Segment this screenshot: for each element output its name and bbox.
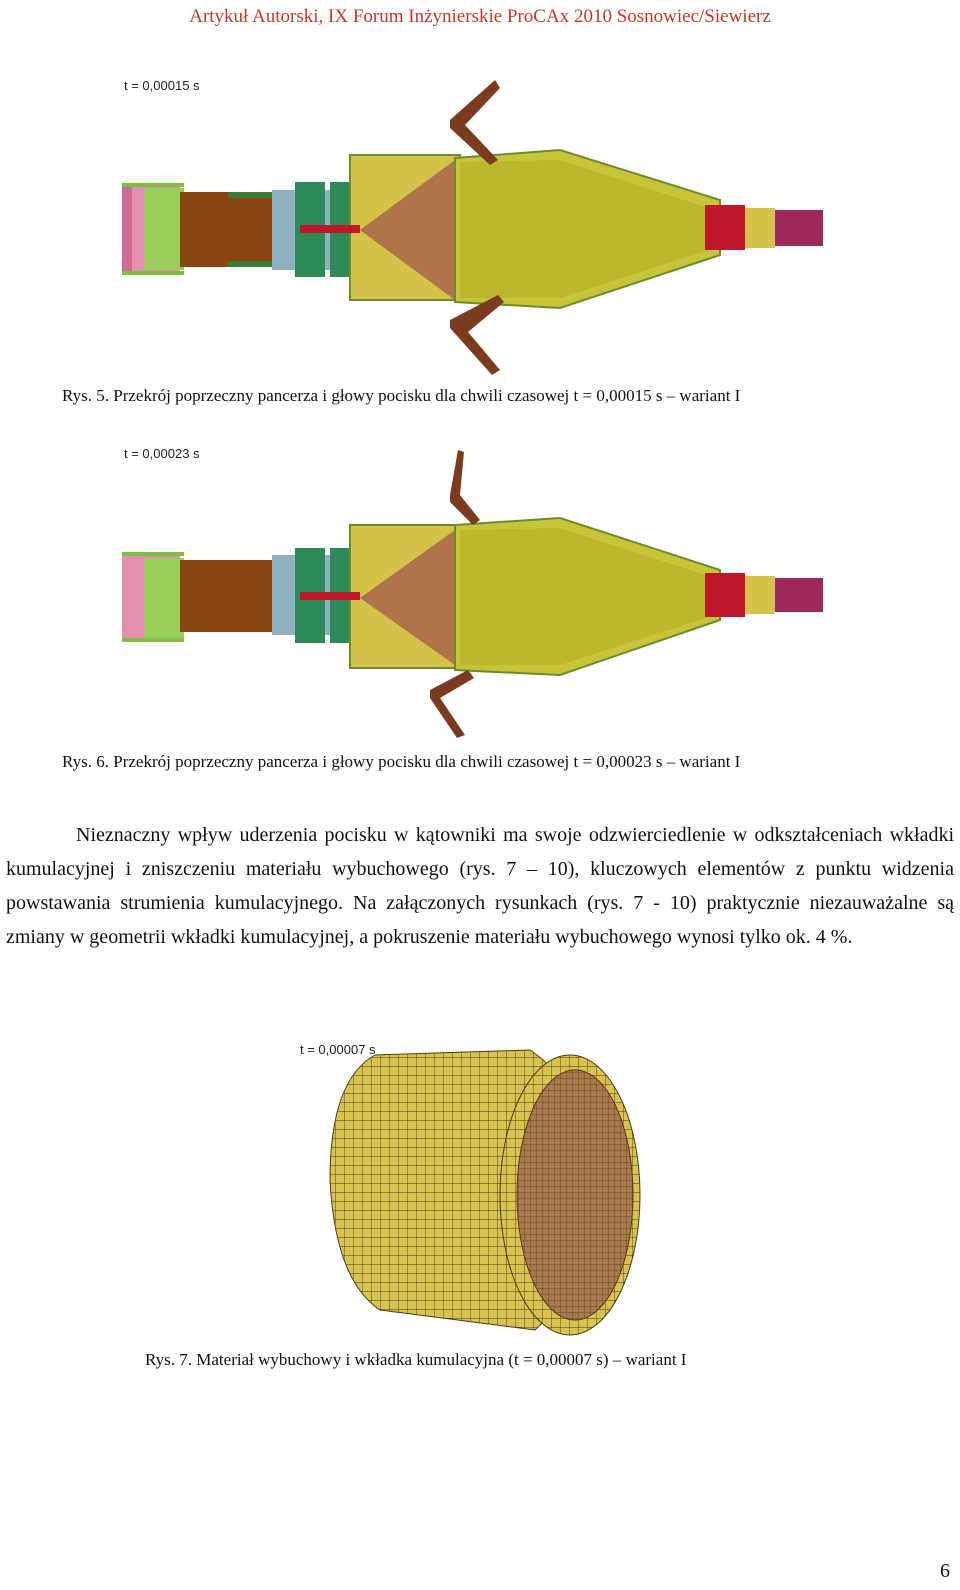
figure-6-time-label: t = 0,00023 s (124, 446, 200, 461)
figure-6: t = 0,00023 s (120, 440, 840, 740)
figure-5: t = 0,00015 s (120, 70, 840, 380)
body-paragraph: Nieznaczny wpływ uderzenia pocisku w kąt… (6, 818, 954, 954)
page-number: 6 (940, 1560, 950, 1582)
figure-5-time-label: t = 0,00015 s (124, 78, 200, 93)
figure-5-caption: Rys. 5. Przekrój poprzeczny pancerza i g… (62, 386, 741, 405)
figure-7-liner-mesh (329, 1049, 641, 1336)
figure-7-time-label: t = 0,00007 s (300, 1042, 376, 1057)
figure-7-caption: Rys. 7. Materiał wybuchowy i wkładka kum… (145, 1350, 687, 1369)
page-header: Artykuł Autorski, IX Forum Inżynierskie … (189, 6, 771, 27)
figure-6-cross-section (122, 450, 823, 738)
figure-6-caption: Rys. 6. Przekrój poprzeczny pancerza i g… (62, 752, 741, 771)
figure-5-cross-section (122, 80, 823, 375)
body-paragraph-text: Nieznaczny wpływ uderzenia pocisku w kąt… (6, 824, 954, 948)
figure-7: t = 0,00007 s (290, 1030, 670, 1340)
